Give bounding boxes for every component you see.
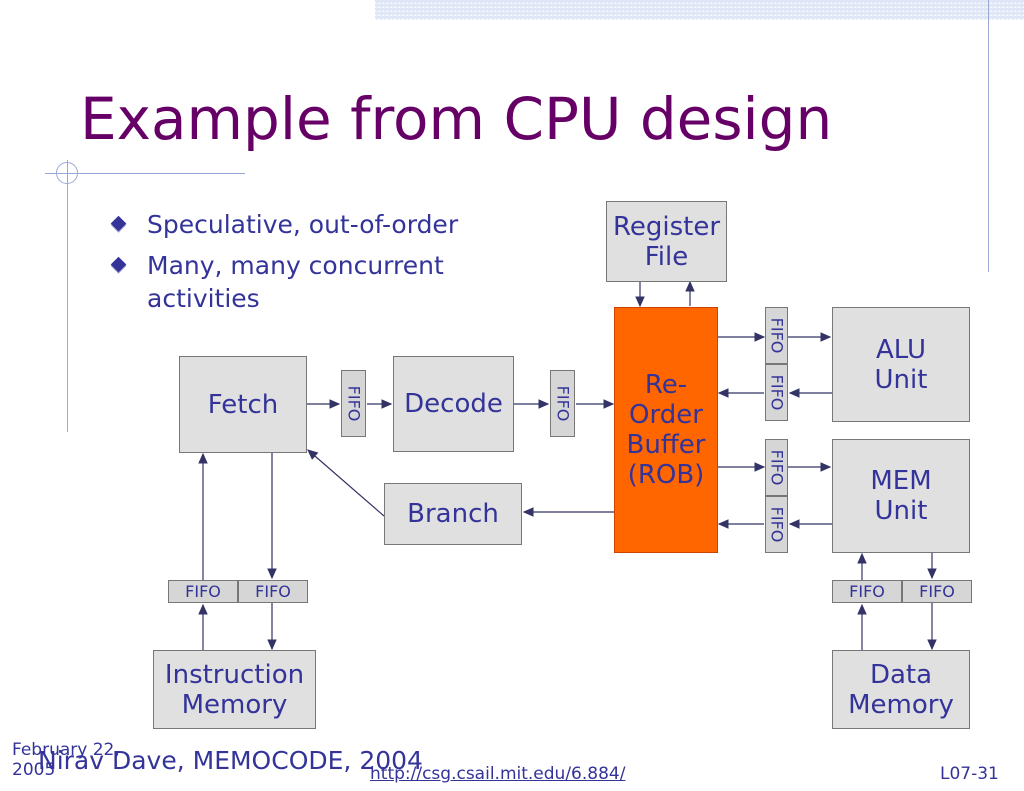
instruction-memory-box: Instruction Memory xyxy=(153,650,316,729)
fifo-label: FIFO xyxy=(767,374,786,411)
decorative-title-underline xyxy=(45,173,245,174)
rob-box: Re- Order Buffer (ROB) xyxy=(614,307,718,553)
header-pattern-bar xyxy=(375,0,1024,20)
alu-unit-box: ALU Unit xyxy=(832,307,970,422)
arrow xyxy=(307,449,385,517)
fifo-label: FIFO xyxy=(767,449,786,486)
fifo-label: FIFO xyxy=(553,385,572,422)
fifo-imem-to-fetch: FIFO xyxy=(168,580,238,603)
bullet-item: Speculative, out-of-order xyxy=(110,208,550,241)
decorative-right-line xyxy=(988,0,989,272)
fifo-decode-rob: FIFO xyxy=(550,370,575,437)
decorative-circle-icon xyxy=(56,162,78,184)
fifo-label: FIFO xyxy=(849,582,885,601)
fifo-rob-alu-out: FIFO xyxy=(765,307,788,364)
fifo-mem-rob-in: FIFO xyxy=(765,496,788,553)
fifo-mem-to-dmem: FIFO xyxy=(902,580,972,603)
bullet-list: Speculative, out-of-order Many, many con… xyxy=(110,208,550,323)
fifo-dmem-to-mem: FIFO xyxy=(832,580,902,603)
fifo-label: FIFO xyxy=(185,582,221,601)
decorative-left-line xyxy=(67,160,68,432)
fifo-rob-mem-out: FIFO xyxy=(765,439,788,496)
fetch-box: Fetch xyxy=(179,356,307,453)
fifo-fetch-decode: FIFO xyxy=(341,370,366,437)
data-memory-box: Data Memory xyxy=(832,650,970,729)
bullet-text: Many, many concurrent activities xyxy=(147,251,444,313)
mem-unit-box: MEM Unit xyxy=(832,439,970,553)
fifo-label: FIFO xyxy=(344,385,363,422)
bullet-text: Speculative, out-of-order xyxy=(147,210,459,239)
branch-box: Branch xyxy=(384,483,522,545)
fifo-label: FIFO xyxy=(255,582,291,601)
footer-date: February 22, 2005 xyxy=(12,740,120,780)
footer-author: Nirav Dave, MEMOCODE, 2004 xyxy=(38,746,423,775)
decode-box: Decode xyxy=(393,356,514,452)
slide-title: Example from CPU design xyxy=(80,85,833,153)
footer-url-link[interactable]: http://csg.csail.mit.edu/6.884/ xyxy=(370,764,626,784)
register-file-box: Register File xyxy=(606,201,727,282)
fifo-fetch-to-imem: FIFO xyxy=(238,580,308,603)
fifo-label: FIFO xyxy=(919,582,955,601)
fifo-label: FIFO xyxy=(767,317,786,354)
fifo-alu-rob-in: FIFO xyxy=(765,364,788,421)
bullet-item: Many, many concurrent activities xyxy=(110,249,550,315)
fifo-label: FIFO xyxy=(767,506,786,543)
slide-number: L07-31 xyxy=(940,764,999,784)
